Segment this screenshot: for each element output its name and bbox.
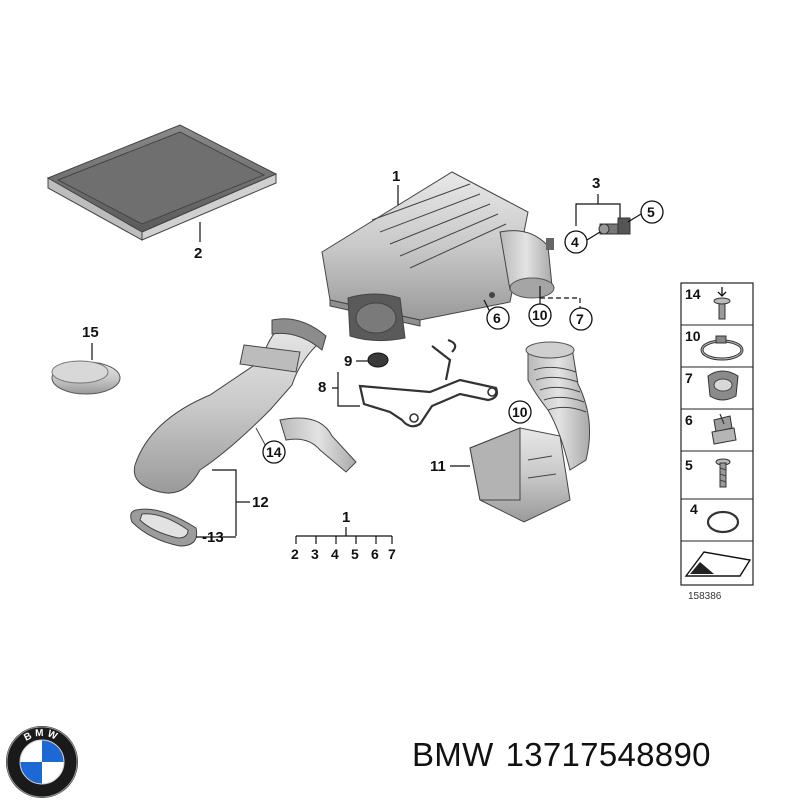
- leader-line: [575, 203, 621, 226]
- hose-clamp-icon: [700, 335, 744, 361]
- leader-line: [483, 299, 491, 313]
- callout-10b-circle: [508, 400, 532, 424]
- resonator-box: [469, 427, 571, 523]
- o-ring-icon: [706, 510, 740, 534]
- rubber-grommet: [367, 352, 389, 368]
- leader-line: [627, 213, 642, 223]
- duct-seal-ring: [130, 508, 198, 547]
- assembly-tree-child: 3: [311, 546, 319, 562]
- legend-number: 5: [685, 457, 693, 473]
- callout-4: 4: [571, 234, 579, 250]
- callout-14-circle: [262, 440, 286, 464]
- logo-letters: BMW: [22, 728, 58, 744]
- leader-line: [212, 469, 237, 536]
- screw-icon: [715, 458, 731, 488]
- legend-number: 7: [685, 370, 693, 386]
- callout-10b: 10: [512, 404, 528, 420]
- diagram-sheet-number: 158386: [688, 591, 722, 602]
- leader-line: [586, 231, 601, 241]
- assembly-tree-child: 6: [371, 546, 379, 562]
- air-mass-sensor: [598, 217, 631, 235]
- sheet-symbol-icon: [684, 551, 752, 577]
- part-caption: BMW 13717548890: [412, 736, 792, 786]
- assembly-tree-child: 5: [351, 546, 359, 562]
- callout-10a: 10: [532, 307, 548, 323]
- svg-text:BMW: BMW: [22, 728, 61, 744]
- leader-line: [540, 297, 581, 308]
- legend-number: 4: [690, 501, 698, 517]
- push-rivet-icon: [713, 287, 731, 320]
- callout-4-circle: [564, 230, 588, 254]
- assembly-tree-child: 4: [331, 546, 339, 562]
- assembly-tree-child: 2: [291, 546, 299, 562]
- callout-1: 1: [392, 168, 400, 185]
- callout-7-circle: [569, 307, 593, 331]
- brand-name: BMW: [412, 736, 494, 773]
- legend-number: 14: [685, 286, 701, 302]
- part-number: 13717548890: [505, 736, 711, 773]
- legend-number: 6: [685, 412, 693, 428]
- callout-6: 6: [493, 310, 501, 326]
- callout-5-circle: [640, 200, 664, 224]
- intake-cap: [51, 360, 121, 395]
- callout-6-circle: [486, 306, 510, 330]
- assembly-tree-parent: 1: [342, 509, 350, 526]
- callout-12: 12: [252, 494, 269, 511]
- callout-8: 8: [318, 379, 326, 396]
- callout-3: 3: [592, 175, 600, 192]
- callout-2: 2: [194, 245, 202, 262]
- legend-number: 10: [685, 328, 701, 344]
- mounting-bracket: [358, 338, 499, 428]
- assembly-tree-child: 7: [388, 546, 396, 562]
- callout-15: 15: [82, 324, 99, 341]
- grommet-clip-icon: [711, 413, 737, 445]
- callout-10a-circle: [528, 303, 552, 327]
- bracket-clip-icon: [707, 370, 739, 401]
- bmw-logo: BMW: [6, 726, 78, 798]
- leader-line: [332, 372, 360, 407]
- callout-13: -13: [202, 529, 224, 546]
- intake-boot: [525, 341, 591, 471]
- assembly-tree: 1 2 3 4 5 6 7: [291, 509, 396, 562]
- callout-11: 11: [430, 458, 446, 475]
- intake-duct: [133, 318, 357, 494]
- callout-14: 14: [266, 444, 282, 460]
- air-filter-element: [46, 124, 278, 241]
- callout-7: 7: [576, 311, 584, 327]
- callout-9: 9: [344, 353, 352, 370]
- air-filter-housing: [321, 171, 555, 342]
- callout-5: 5: [647, 204, 655, 220]
- small-parts-legend: 14 10 7 6 5 4: [680, 282, 754, 586]
